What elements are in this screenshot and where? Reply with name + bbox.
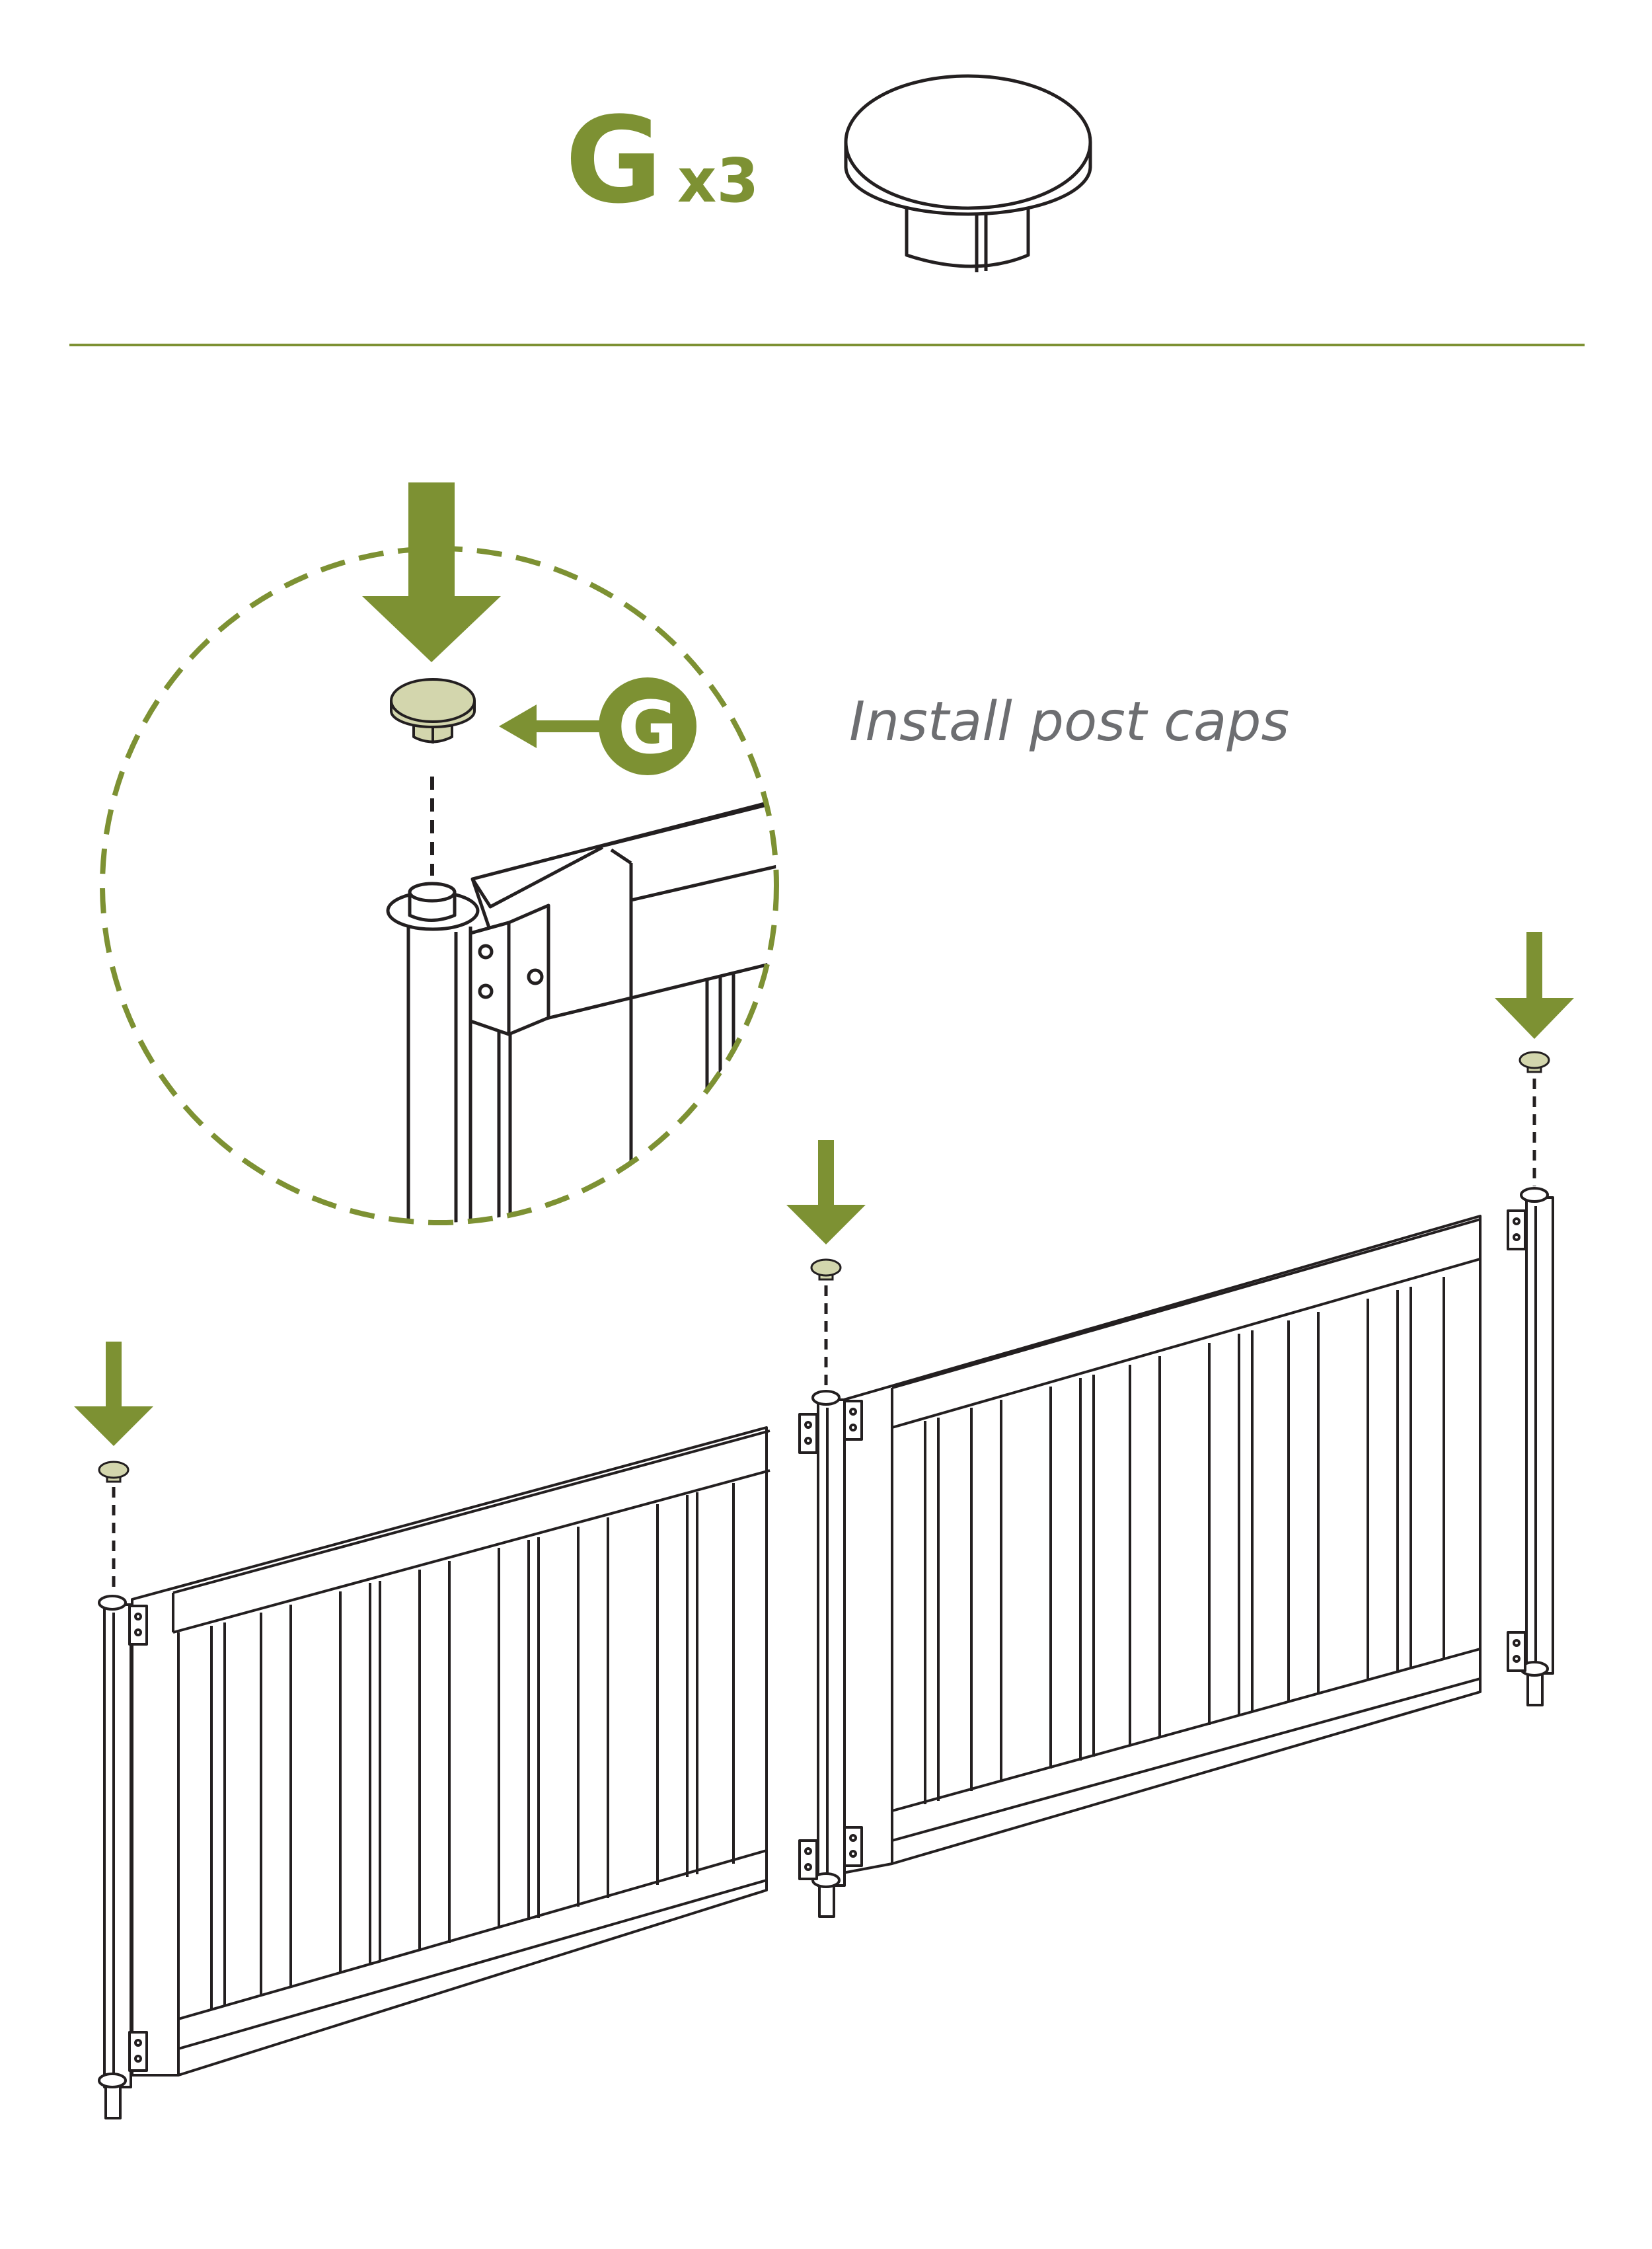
post-right bbox=[1507, 1187, 1554, 1706]
post-cap-icon bbox=[390, 678, 476, 743]
part-quantity: x3 bbox=[677, 145, 759, 216]
cap-placement-left bbox=[74, 1342, 153, 1593]
part-callout-badge bbox=[599, 677, 696, 775]
post-left bbox=[98, 1595, 148, 2119]
cap-placement-right bbox=[1495, 932, 1574, 1186]
fence-panel-left bbox=[131, 1426, 770, 2077]
fence-assembly bbox=[98, 1187, 1554, 2119]
down-arrow-icon bbox=[74, 1342, 153, 1446]
part-letter: G bbox=[565, 92, 663, 230]
fence-slats-right bbox=[924, 1277, 1445, 1804]
post-cap-icon bbox=[98, 1461, 130, 1483]
down-arrow-icon bbox=[1495, 932, 1574, 1039]
detail-post-closeup bbox=[386, 798, 776, 1223]
post-cap-icon bbox=[1519, 1051, 1550, 1073]
hinge-bracket-icon bbox=[469, 903, 550, 1036]
fence-slats-left bbox=[210, 1483, 735, 2009]
part-header: G x3 bbox=[565, 74, 1092, 272]
post-middle bbox=[798, 1390, 863, 1918]
detail-callout: G bbox=[100, 482, 779, 1225]
left-arrow-icon bbox=[499, 705, 608, 748]
cap-placement-middle bbox=[786, 1140, 866, 1388]
instruction-text: Install post caps bbox=[849, 691, 1289, 753]
post-cap-icon bbox=[810, 1258, 842, 1281]
post-cap-icon bbox=[844, 74, 1092, 272]
down-arrow-icon bbox=[786, 1140, 866, 1244]
down-arrow-icon bbox=[362, 482, 501, 662]
part-callout-letter: G bbox=[618, 685, 677, 770]
